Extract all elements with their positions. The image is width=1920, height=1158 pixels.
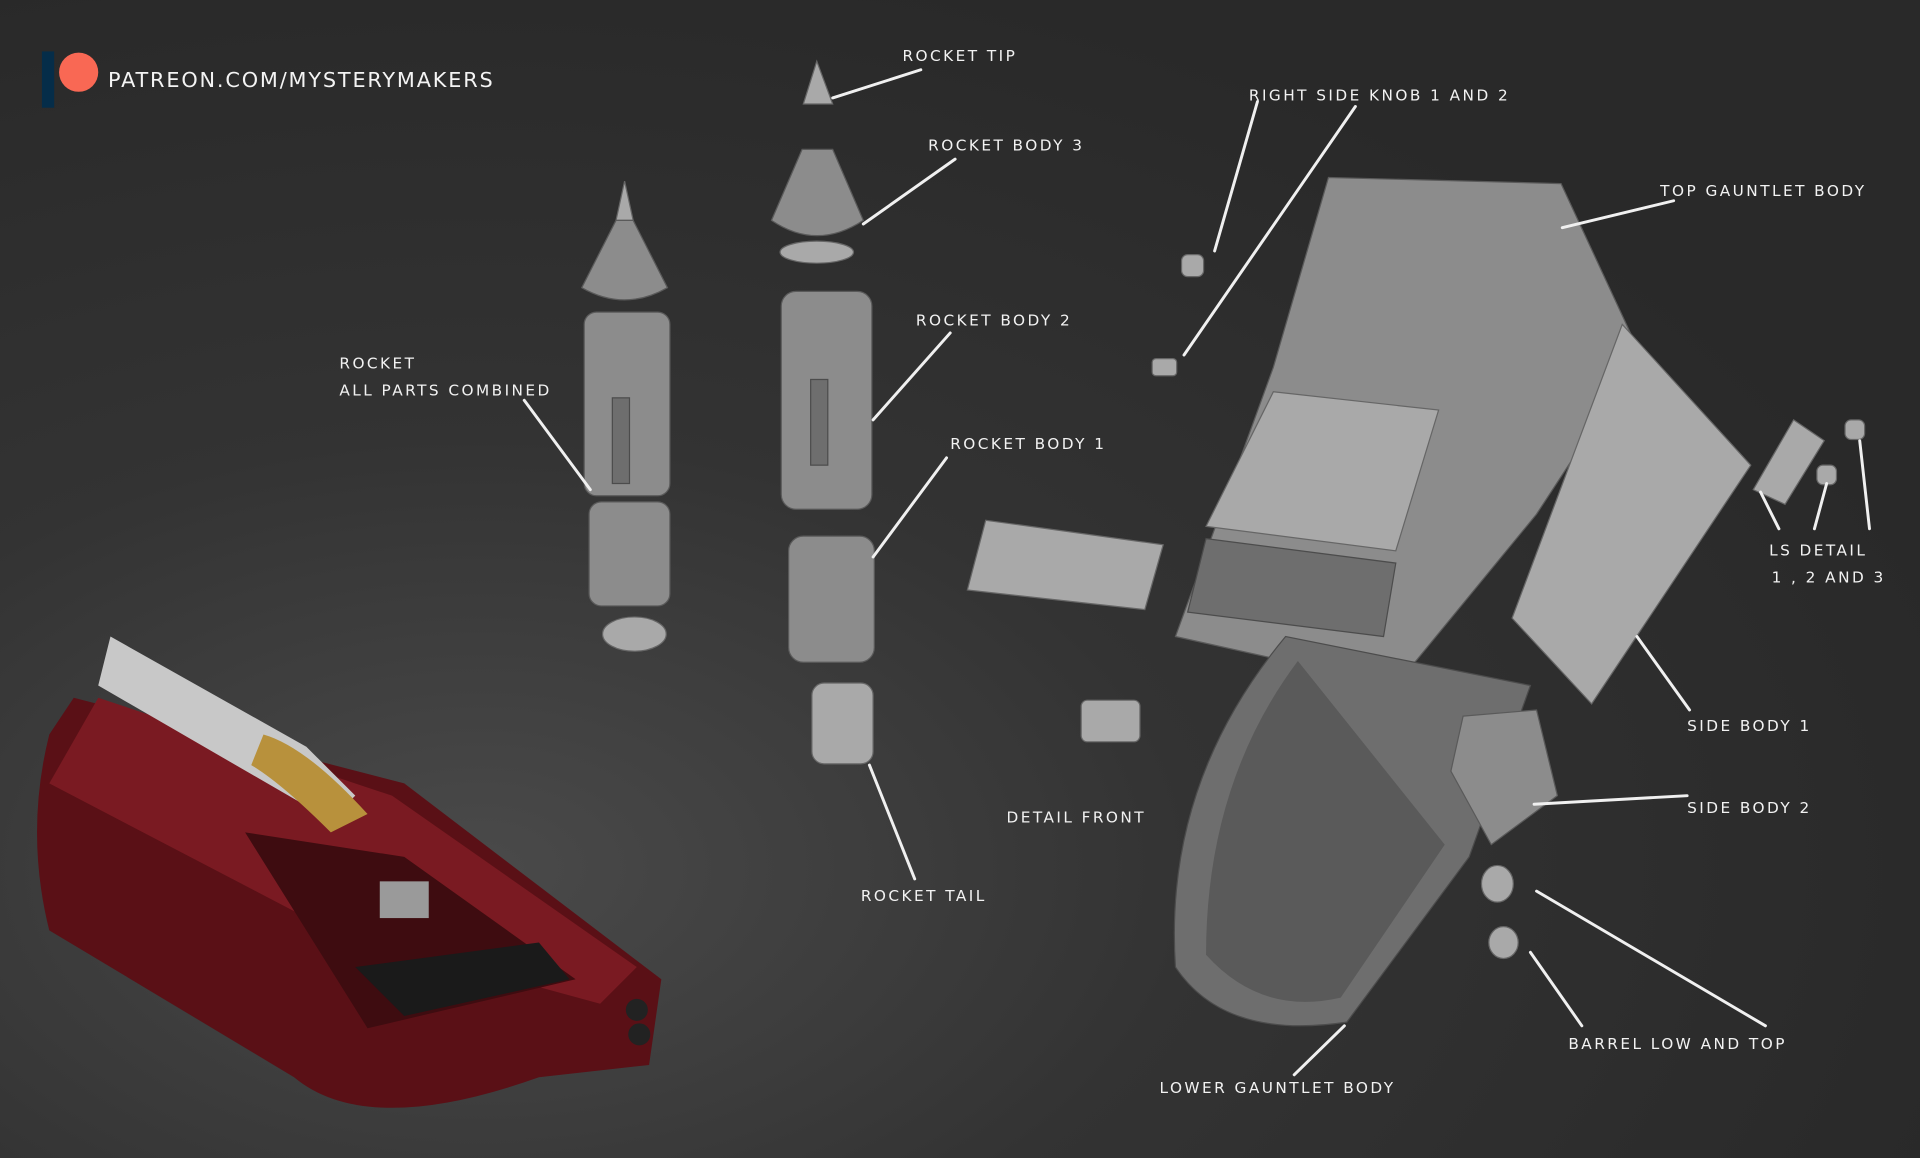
label-rocket-tip: Rocket tip — [902, 47, 1017, 65]
patreon-logo: PATREON.COM/MYSTERYMAKERS — [41, 51, 495, 108]
rocket-parts — [770, 59, 875, 765]
label-side-body-2: Side body 2 — [1687, 799, 1812, 817]
keyboard-part — [966, 519, 1164, 611]
assembled-gauntlet-render — [37, 636, 662, 1108]
barrel-top-part — [1480, 864, 1514, 903]
leader-lines — [522, 68, 1871, 1077]
right-side-knob-2 — [1151, 358, 1178, 377]
label-rocket: Rocket — [339, 354, 416, 372]
label-top-gauntlet-body: Top gauntlet body — [1659, 182, 1866, 200]
label-side-body-1: Side body 1 — [1687, 717, 1812, 735]
label-rocket-body-1: Rocket body 1 — [950, 435, 1106, 453]
label-lower-gauntlet-body: Lower gauntlet body — [1160, 1079, 1396, 1097]
side-body-1-part — [1511, 323, 1752, 705]
ls-detail-3-part — [1844, 419, 1866, 441]
label-rocket-body-2: Rocket body 2 — [916, 312, 1072, 330]
rocket-tail-part — [811, 682, 874, 765]
label-detail-front: Detail front — [1007, 809, 1147, 827]
label-rocket-body-3: Rocket body 3 — [928, 137, 1084, 155]
label-ls-detail-numbers: 1 , 2 and 3 — [1772, 569, 1886, 587]
label-all-parts-combined: All parts combined — [339, 381, 551, 399]
label-ls-detail: LS detail — [1769, 542, 1867, 560]
label-right-side-knob: Right side knob 1 and 2 — [1249, 86, 1510, 104]
right-side-knob-1 — [1180, 254, 1205, 278]
label-rocket-tail: Rocket tail — [861, 887, 987, 905]
rocket-combined-model — [580, 181, 671, 652]
rocket-tip-part — [802, 59, 834, 105]
side-body-2-part — [1450, 709, 1559, 846]
detail-front-part — [1080, 699, 1141, 743]
ls-detail-1-part — [1752, 418, 1826, 506]
rocket-body-1-part — [788, 535, 875, 663]
patreon-url: PATREON.COM/MYSTERYMAKERS — [108, 68, 495, 92]
barrel-low-part — [1488, 926, 1519, 960]
rocket-body-3-part — [770, 148, 865, 237]
label-barrel: Barrel low and top — [1568, 1035, 1787, 1053]
ls-detail-2-part — [1816, 464, 1838, 486]
